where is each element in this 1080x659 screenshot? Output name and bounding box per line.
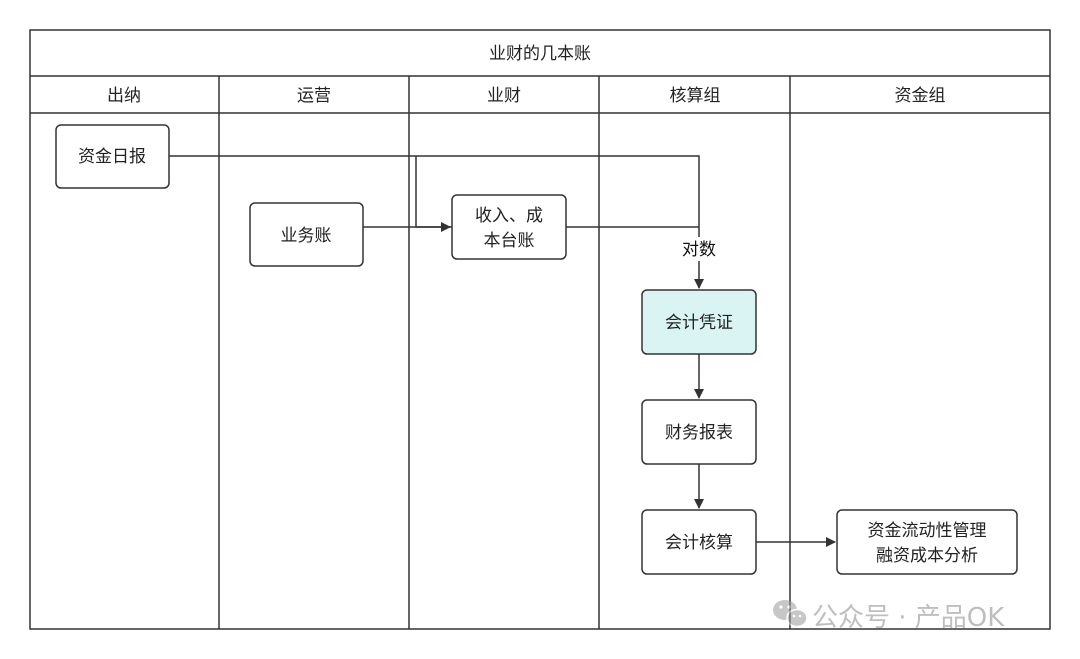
node-accounting-voucher[interactable]: 会计凭证: [641, 289, 757, 355]
node-accounting-label: 会计核算: [665, 533, 733, 553]
node-accounting-box: [641, 509, 757, 575]
node-revenue-cost-ledger-box: [451, 194, 567, 260]
watermark-text: 公众号 · 产品OK: [812, 603, 1005, 633]
node-cash-daily[interactable]: 资金日报: [55, 124, 170, 189]
node-accounting-voucher-box: [641, 289, 757, 355]
node-financial-report-label: 财务报表: [665, 423, 733, 443]
edge-cash-daily-to-reconcile: [169, 155, 700, 237]
edge-label-backing: [676, 237, 722, 261]
node-business-ledger-label: 业务账: [281, 226, 332, 246]
node-cash-daily-box: [55, 124, 170, 189]
node-accounting[interactable]: 会计核算: [641, 509, 757, 575]
node-financial-report-box: [641, 399, 757, 465]
node-financial-report[interactable]: 财务报表: [641, 399, 757, 465]
lane-header-treasury-group: 资金组: [895, 86, 946, 106]
lane-header-cashier: 出纳: [107, 86, 141, 106]
node-revenue-cost-ledger[interactable]: 收入、成 本台账: [451, 194, 567, 260]
diagram-title: 业财的几本账: [489, 44, 591, 64]
lane-header-operations: 运营: [297, 86, 331, 106]
node-business-ledger[interactable]: 业务账: [249, 202, 364, 267]
node-cash-daily-label: 资金日报: [78, 147, 146, 167]
lane-header-business-finance: 业财: [487, 86, 521, 106]
node-accounting-voucher-label: 会计凭证: [665, 313, 733, 333]
node-liquidity-analysis-box: [836, 509, 1018, 575]
wechat-icon: [773, 600, 808, 628]
node-revenue-cost-ledger-label-1: 收入、成: [475, 206, 543, 226]
watermark: 公众号 · 产品OK: [773, 600, 1005, 633]
node-revenue-cost-ledger-label-2: 本台账: [484, 231, 535, 251]
edge-label-reconcile: 对数: [682, 240, 716, 260]
node-liquidity-analysis[interactable]: 资金流动性管理 融资成本分析: [836, 509, 1018, 575]
lane-header-accounting-group: 核算组: [670, 86, 721, 106]
node-liquidity-analysis-label-1: 资金流动性管理: [868, 521, 987, 541]
node-business-ledger-box: [249, 202, 364, 267]
node-liquidity-analysis-label-2: 融资成本分析: [876, 546, 978, 566]
